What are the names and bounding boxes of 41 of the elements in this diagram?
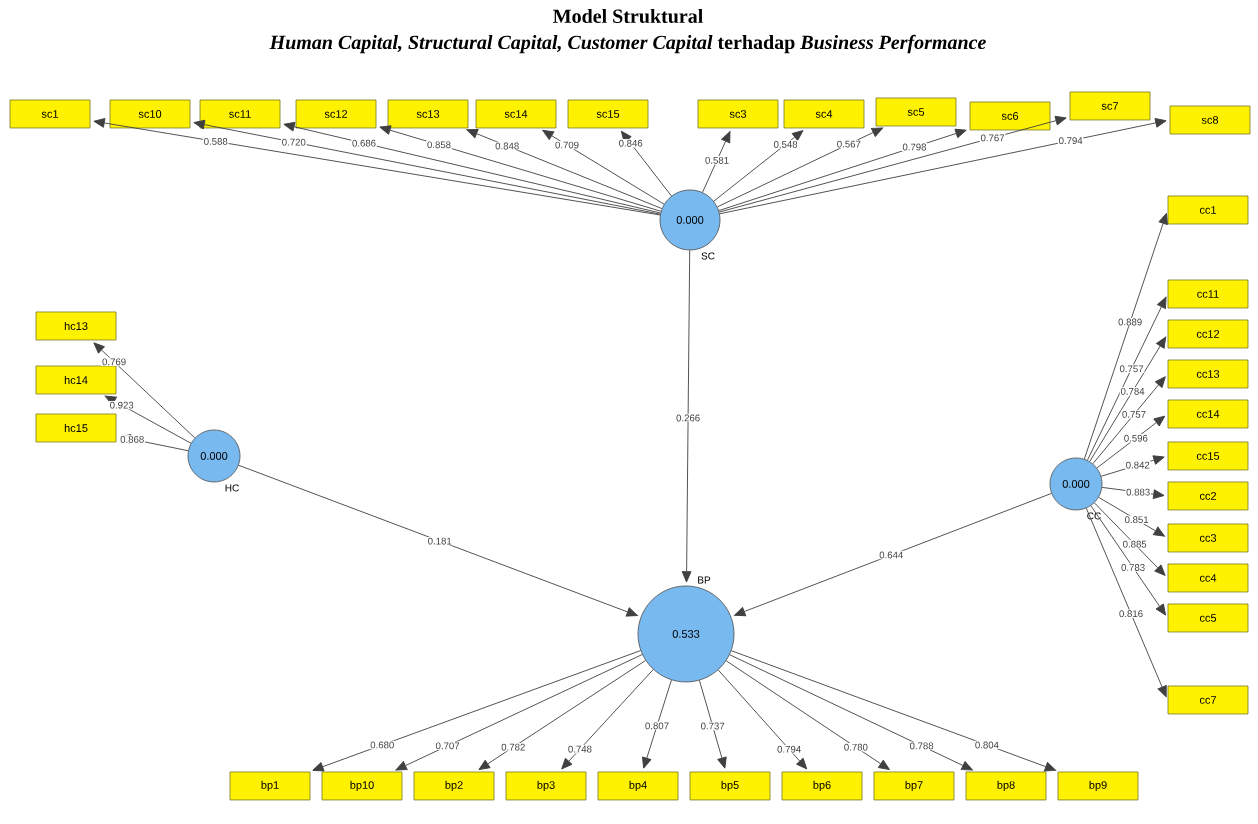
arrow xyxy=(1098,496,1165,537)
arrow xyxy=(719,118,1167,215)
arrow xyxy=(104,395,192,444)
arrow xyxy=(734,493,1052,617)
arrow xyxy=(642,679,672,769)
arrow xyxy=(725,660,890,771)
arrow xyxy=(1093,502,1166,576)
arrow xyxy=(713,130,804,202)
arrow xyxy=(561,669,654,770)
arrow xyxy=(1090,505,1167,616)
title: Model Struktural xyxy=(553,8,703,24)
arrow xyxy=(717,127,884,208)
arrow xyxy=(1092,376,1166,465)
arrow xyxy=(717,669,808,770)
arrow xyxy=(620,130,672,197)
arrow xyxy=(1083,212,1168,460)
arrow xyxy=(718,128,967,212)
arrow xyxy=(718,115,1067,213)
arrow xyxy=(395,654,643,771)
arrow xyxy=(702,131,731,193)
arrow xyxy=(379,125,662,212)
arrow xyxy=(699,680,727,769)
arrow xyxy=(193,119,661,215)
arrow xyxy=(1101,486,1165,499)
arrow xyxy=(542,129,665,205)
arrow xyxy=(466,129,663,210)
arrow xyxy=(238,464,638,617)
arrow xyxy=(312,650,641,772)
arrow xyxy=(478,660,646,771)
arrow xyxy=(730,650,1057,772)
arrow xyxy=(1089,336,1167,462)
arrow xyxy=(1085,507,1167,698)
subtitle: Human Capital, Structural Capital, Customer Capital terhadap Business Performance xyxy=(269,34,986,54)
arrow xyxy=(729,654,973,771)
arrow xyxy=(681,249,692,583)
arrow xyxy=(1087,296,1167,461)
arrow xyxy=(1100,455,1165,477)
arrow xyxy=(283,121,661,214)
arrow xyxy=(93,342,196,439)
arrow xyxy=(1096,415,1166,469)
arrow xyxy=(93,118,661,216)
